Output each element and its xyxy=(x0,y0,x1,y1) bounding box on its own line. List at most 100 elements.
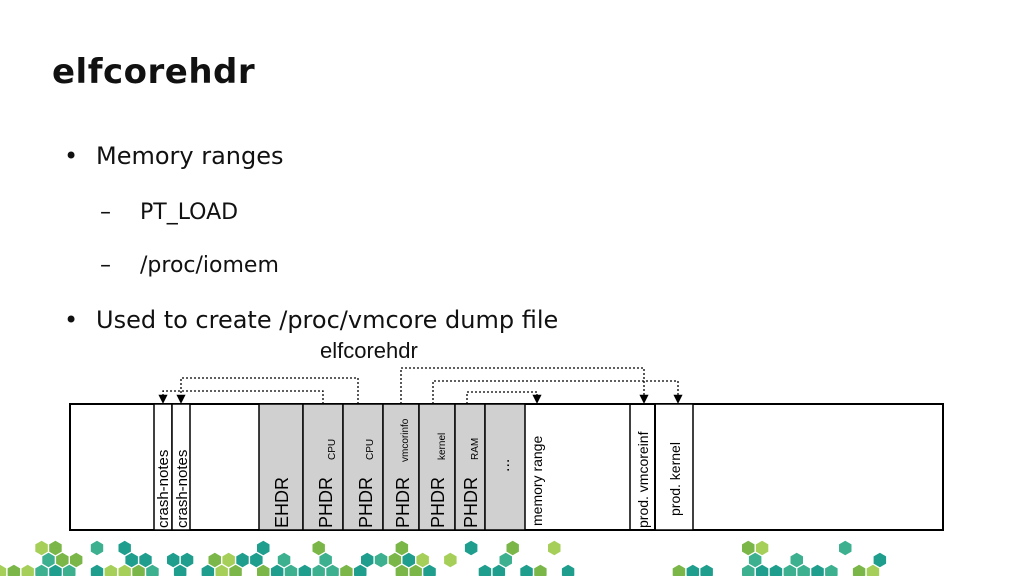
hexagon xyxy=(118,540,131,556)
hexagon xyxy=(70,552,83,568)
hexagon xyxy=(229,564,242,576)
phdr-sub-label: CPU xyxy=(365,439,376,460)
hexagon xyxy=(319,552,332,568)
hexagon xyxy=(423,564,436,576)
hexagon xyxy=(790,552,803,568)
hexagon xyxy=(21,564,34,576)
hexagon xyxy=(125,552,138,568)
phdr-vmcoreinfo-to-prod-arrow xyxy=(400,367,649,404)
hexagon xyxy=(35,540,48,556)
hexagon xyxy=(49,540,62,556)
hexagon xyxy=(755,540,769,556)
phdr-cpu-to-crash-notes-arrow xyxy=(158,390,324,404)
hexagon xyxy=(395,540,409,556)
hexagon xyxy=(42,552,55,568)
hexagon xyxy=(90,564,104,576)
hexagon xyxy=(49,564,62,576)
hexagon xyxy=(852,564,866,576)
crash-notes-label: crash-notes xyxy=(155,450,172,528)
phdr-label: PHDR xyxy=(393,477,413,528)
hexagon xyxy=(180,552,194,568)
hexagon xyxy=(236,552,249,568)
hexagon xyxy=(90,540,104,556)
hexagon xyxy=(388,552,402,568)
phdr-label: PHDR xyxy=(356,477,376,528)
hexagon xyxy=(257,540,270,556)
diagram-title: elfcorehdr xyxy=(320,338,418,363)
hexagon xyxy=(139,552,152,568)
hexagon xyxy=(686,564,700,576)
phdr-kernel-to-prod-arrow xyxy=(432,380,683,404)
hexagon xyxy=(257,564,270,576)
hexagon xyxy=(548,540,561,556)
hexagon xyxy=(104,564,118,576)
phdr-cpu-cell xyxy=(342,403,384,531)
sub-bullet-dash: – xyxy=(100,200,111,225)
hexagon xyxy=(340,564,353,576)
hexagon xyxy=(700,564,713,576)
page-title: elfcorehdr xyxy=(52,52,256,92)
hexagon xyxy=(402,552,415,568)
hexagon xyxy=(825,564,838,576)
sub-bullet-dash: – xyxy=(100,253,111,278)
phdr-sub-label: CPU xyxy=(327,439,338,460)
ehdr-label: EHDR xyxy=(272,477,292,528)
hexagon xyxy=(783,564,797,576)
hexagon xyxy=(250,552,263,568)
hexagon xyxy=(499,552,512,568)
hexagon xyxy=(354,564,367,576)
hexagon xyxy=(132,564,145,576)
phdr-sub-label: kernel xyxy=(437,433,448,460)
prod-kernel-cell xyxy=(654,403,694,531)
hexagon xyxy=(742,540,755,556)
hexagon xyxy=(270,564,284,576)
hexagon xyxy=(755,564,769,576)
hexagon xyxy=(520,564,533,576)
hexagon xyxy=(506,540,519,556)
hexagon xyxy=(35,564,48,576)
hexagon xyxy=(277,552,291,568)
prod-kernel-label: prod. kernel xyxy=(667,442,683,516)
phdr-sub-label: vmcorinfo xyxy=(400,418,411,462)
hexagon xyxy=(395,564,409,576)
phdr-ram-to-memory-arrow xyxy=(466,391,542,404)
hexagon xyxy=(374,552,388,568)
hexagon xyxy=(208,552,221,568)
hexagon xyxy=(748,552,762,568)
prod-vmcoreinfo-label: prod. vmcoreinf xyxy=(635,431,651,528)
sub-bullet-text: PT_LOAD xyxy=(140,200,239,225)
ellipsis-label: ... xyxy=(496,459,513,472)
hexagon xyxy=(312,540,325,556)
pointer-arrows xyxy=(158,367,683,404)
hexagon xyxy=(56,552,69,568)
phdr-label: PHDR xyxy=(428,477,448,528)
bullet-text: Used to create /proc/vmcore dump file xyxy=(96,306,559,334)
hexagon xyxy=(215,564,228,576)
hexagon xyxy=(146,564,159,576)
hexagon xyxy=(866,564,880,576)
crash-notes-label: crash-notes xyxy=(174,450,191,528)
ehdr-cell xyxy=(258,403,304,531)
hexagon xyxy=(797,564,810,576)
phdr-cpu-to-crash-notes-arrow xyxy=(176,377,359,404)
phdr-vmcoreinfo-cell xyxy=(382,403,420,531)
hexagon xyxy=(167,552,180,568)
hexagon xyxy=(416,552,429,568)
hexagon xyxy=(409,564,422,576)
hexagon xyxy=(326,564,339,576)
hexagon xyxy=(0,564,7,576)
hexagon xyxy=(492,564,506,576)
phdr-more-cell xyxy=(484,403,526,531)
hexagon xyxy=(222,552,235,568)
hexagon xyxy=(742,564,755,576)
hexagon xyxy=(284,564,298,576)
bullet-dot: • xyxy=(64,142,79,170)
hexagon xyxy=(118,564,131,576)
hexagon xyxy=(534,564,547,576)
hexagon xyxy=(312,564,325,576)
phdr-label: PHDR xyxy=(316,477,336,528)
hexagon xyxy=(444,552,457,568)
hexagon xyxy=(7,564,21,576)
